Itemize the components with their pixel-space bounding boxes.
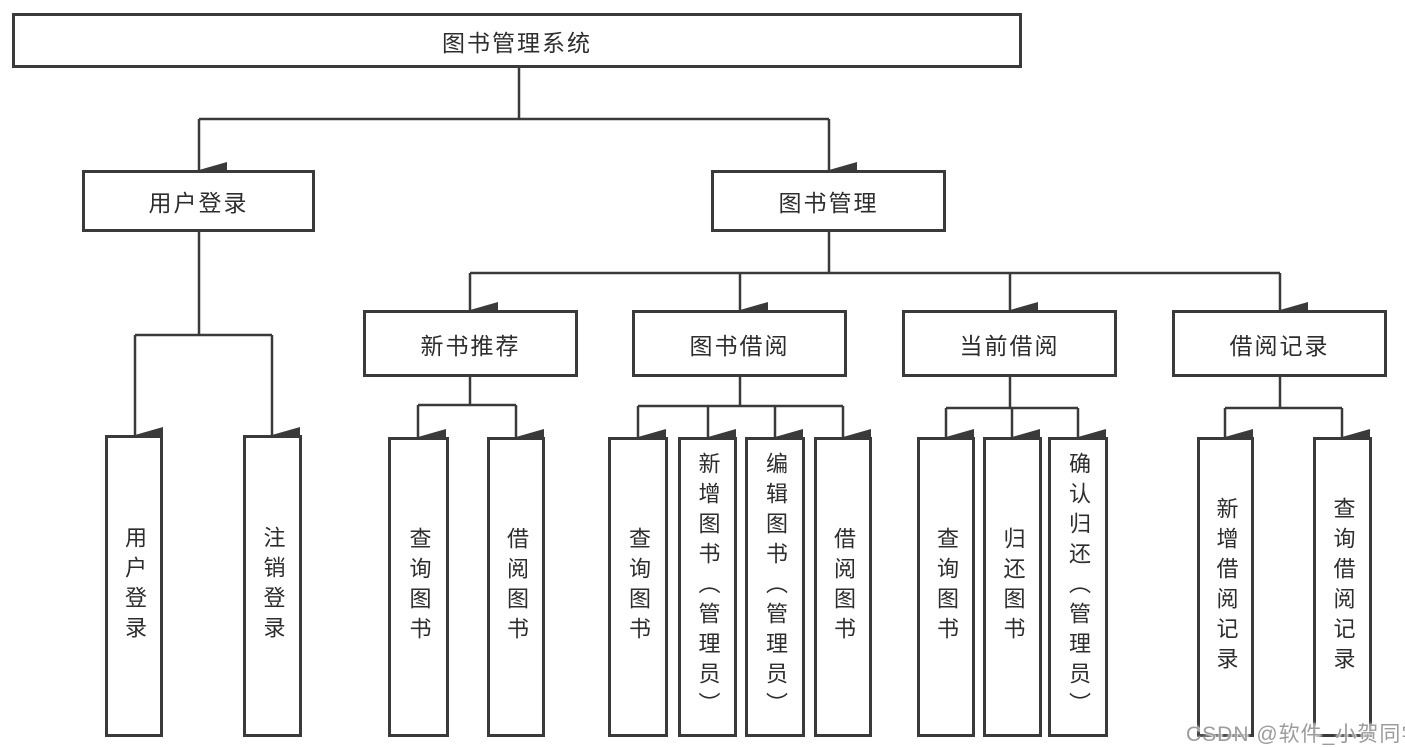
leaf-current-query-book: 查询图书 [917, 437, 975, 737]
leaf-recommend-query-book: 查询图书 [388, 437, 449, 737]
node-borrow-record: 借阅记录 [1172, 310, 1387, 377]
leaf-return-book: 归还图书 [983, 437, 1042, 737]
leaf-edit-book-admin: 编辑图书（管理员） [745, 437, 805, 737]
leaf-recommend-borrow-book: 借阅图书 [487, 437, 545, 737]
leaf-add-borrow-record: 新增借阅记录 [1197, 437, 1254, 737]
leaf-query-borrow-record: 查询借阅记录 [1313, 437, 1372, 737]
connector-arrows [133, 119, 1370, 445]
node-current-borrow: 当前借阅 [902, 310, 1117, 377]
node-user-login: 用户登录 [82, 170, 315, 232]
leaf-confirm-return-admin: 确认归还（管理员） [1048, 437, 1108, 737]
leaf-add-book-admin: 新增图书（管理员） [678, 437, 737, 737]
node-book-borrow: 图书借阅 [632, 310, 847, 377]
leaf-borrow-query-book: 查询图书 [608, 437, 668, 737]
node-root: 图书管理系统 [12, 13, 1022, 68]
leaf-user-login: 用户登录 [105, 435, 163, 737]
csdn-watermark: CSDN @软件_小贺同学 [1186, 723, 1405, 746]
connector-skeleton [135, 68, 1342, 410]
leaf-logout: 注销登录 [243, 435, 302, 737]
node-book-management: 图书管理 [711, 170, 946, 232]
node-new-book-recommend: 新书推荐 [363, 310, 578, 377]
leaf-borrow-book: 借阅图书 [814, 437, 872, 737]
